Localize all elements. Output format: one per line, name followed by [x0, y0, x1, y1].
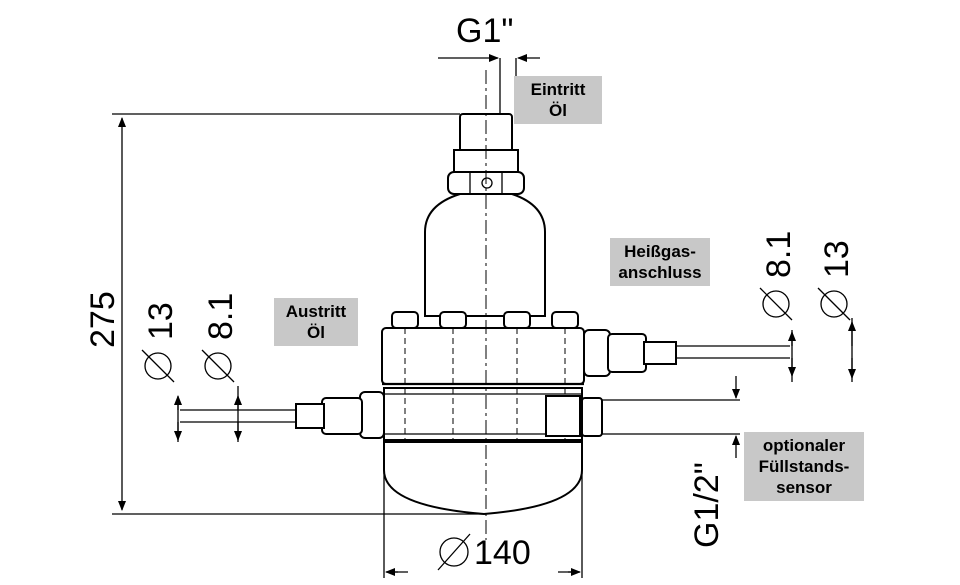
dim-diameter-text: 140 — [474, 534, 531, 572]
dim-height-text: 275 — [84, 291, 122, 348]
label-sensor: optionaler Füllstands- sensor — [744, 432, 864, 501]
dim-diameter: 140 — [383, 470, 583, 578]
label-inlet: Eintritt Öl — [514, 76, 602, 124]
outlet-fitting — [180, 391, 385, 439]
dim-right-inner-text: 8.1 — [760, 231, 798, 278]
sensor-port — [545, 395, 740, 437]
dim-left-pipe: 13 8.1 — [141, 293, 242, 442]
vessel-body — [381, 113, 585, 516]
dim-right-pipe: 8.1 13 — [759, 231, 856, 382]
dim-height: 275 — [84, 113, 484, 515]
label-outlet: Austritt Öl — [274, 298, 358, 346]
dim-sensor-thread-text: G1/2" — [688, 462, 726, 548]
dim-top-thread: G1" — [438, 12, 540, 114]
dim-left-inner-text: 8.1 — [202, 293, 240, 340]
dim-left-outer-text: 13 — [142, 302, 180, 340]
hotgas-fitting — [583, 329, 790, 377]
dim-sensor-thread: G1/2" — [688, 376, 740, 548]
label-hotgas: Heißgas- anschluss — [610, 238, 710, 286]
dim-top-thread-text: G1" — [456, 12, 513, 50]
dim-right-outer-text: 13 — [818, 240, 856, 278]
